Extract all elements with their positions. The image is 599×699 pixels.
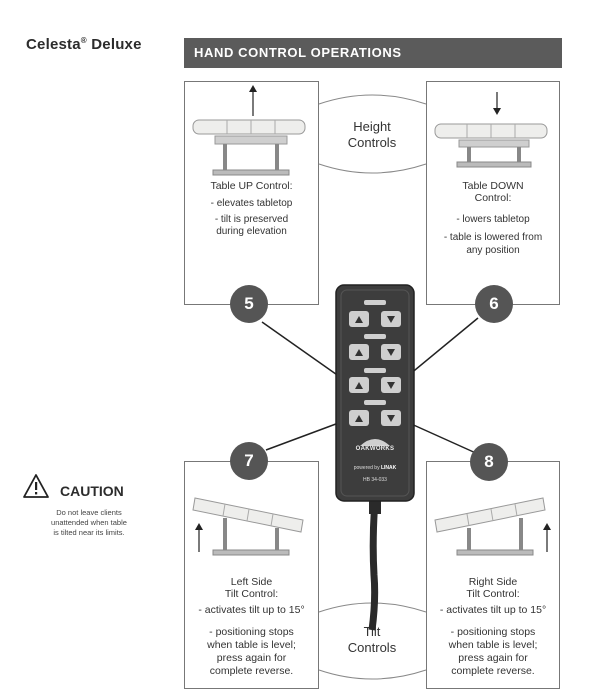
section-title: HAND CONTROL OPERATIONS xyxy=(194,45,402,60)
panel-down-line-2: - table is lowered from xyxy=(443,232,543,243)
brand-name: Celesta xyxy=(26,36,81,53)
remote-powered-by-text: powered by xyxy=(353,465,380,471)
panel-left-line-4: press again for xyxy=(216,652,287,664)
section-header-bar: HAND CONTROL OPERATIONS xyxy=(184,38,562,68)
panel-right-line-5: complete reverse. xyxy=(451,665,535,677)
panel-up-line-1: - elevates tabletop xyxy=(210,198,293,209)
arrow-up-icon xyxy=(543,523,551,552)
tilt-controls-line-2: Controls xyxy=(347,640,397,655)
badge-8: 8 xyxy=(470,443,508,481)
panel-right-line-3: when table is level; xyxy=(448,639,538,651)
panel-down-title-1: Table DOWN xyxy=(462,180,524,192)
panel-left-line-5: complete reverse. xyxy=(209,665,294,677)
panel-up-line-2: - tilt is preserved xyxy=(214,214,289,225)
caution-line-2: unattended when table xyxy=(51,518,127,527)
panel-right-tilt: Right Side Tilt Control: - activates til… xyxy=(426,461,560,689)
panel-right-line-1: - activates tilt up to 15° xyxy=(439,604,547,616)
tilt-controls-label: Tilt Controls xyxy=(322,624,422,656)
brand-title: Celesta® Deluxe xyxy=(26,36,142,53)
panel-left-tilt: Left Side Tilt Control: - activates tilt… xyxy=(184,461,319,689)
remote-logo-text: OAKWORKS xyxy=(355,446,395,452)
brand-suffix: Deluxe xyxy=(91,36,142,53)
remote-model: HB 34-033 xyxy=(363,477,387,483)
panel-left-line-2: - positioning stops xyxy=(209,626,294,638)
panel-left-title-2: Tilt Control: xyxy=(224,588,279,600)
remote-brand-text: LINAK xyxy=(380,465,397,471)
table-down-illustration xyxy=(434,92,548,168)
table-up-illustration xyxy=(192,85,306,176)
arrow-up-icon xyxy=(249,85,257,116)
arrow-up-icon xyxy=(195,523,203,552)
panel-up-title: Table UP Control: xyxy=(210,180,293,192)
panel-table-down: Table DOWN Control: - lowers tabletop - … xyxy=(426,81,560,305)
panel-right-line-2: - positioning stops xyxy=(450,626,536,638)
panel-table-up: Table UP Control: - elevates tabletop - … xyxy=(184,81,319,305)
height-controls-line-2: Controls xyxy=(347,135,397,150)
panel-left-line-3: when table is level; xyxy=(207,639,296,651)
caution-line-1: Do not leave clients xyxy=(56,508,122,517)
caution-title: CAUTION xyxy=(60,483,124,499)
right-tilt-illustration xyxy=(434,497,551,556)
registered-mark: ® xyxy=(80,36,87,45)
panel-right-title-2: Tilt Control: xyxy=(466,588,520,600)
panel-right-title-1: Right Side xyxy=(468,576,518,588)
panel-left-line-1: - activates tilt up to 15° xyxy=(198,604,305,616)
caution-text: Do not leave clients unattended when tab… xyxy=(30,508,148,538)
panel-left-title-1: Left Side xyxy=(230,576,273,588)
badge-7: 7 xyxy=(230,442,268,480)
panel-down-line-3: any position xyxy=(466,245,520,256)
remote-powered-by: powered by LINAK xyxy=(344,465,406,471)
panel-down-title-2: Control: xyxy=(474,192,512,204)
height-controls-line-1: Height xyxy=(353,119,391,134)
height-controls-label: Height Controls xyxy=(322,119,422,151)
caution-line-3: is tilted near its limits. xyxy=(53,528,125,537)
arrow-down-icon xyxy=(493,92,501,115)
badge-5: 5 xyxy=(230,285,268,323)
panel-right-line-4: press again for xyxy=(458,652,528,664)
tilt-controls-line-1: Tilt xyxy=(363,624,381,639)
panel-up-line-3: during elevation xyxy=(216,226,287,237)
badge-6: 6 xyxy=(475,285,513,323)
left-tilt-illustration xyxy=(192,497,304,556)
panel-down-line-1: - lowers tabletop xyxy=(456,214,530,225)
